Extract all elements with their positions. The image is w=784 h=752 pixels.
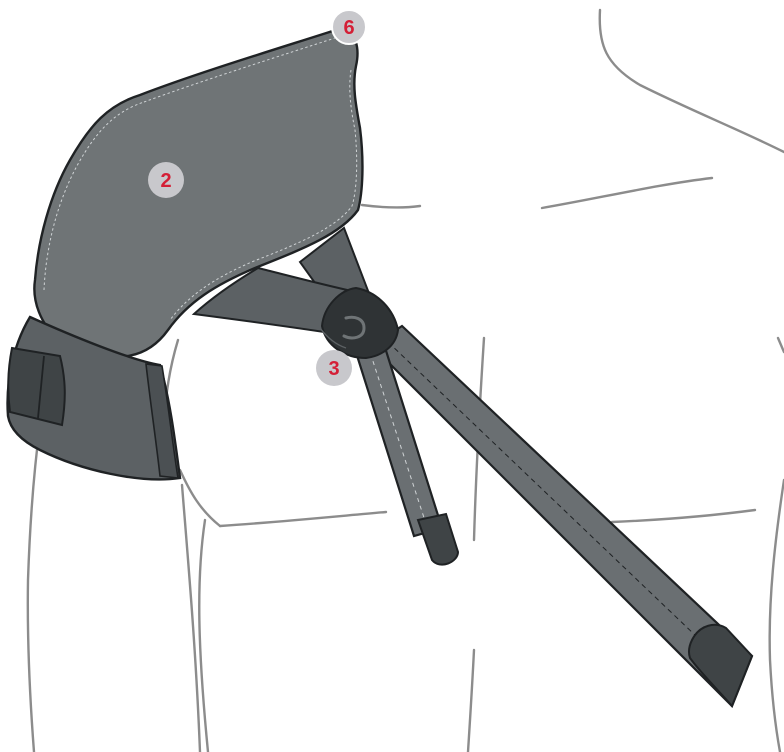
long-strap-end	[689, 625, 752, 706]
callout-6-label: 6	[343, 17, 354, 39]
collarbone-line	[362, 205, 420, 207]
pec-lower-line	[220, 512, 386, 526]
callout-2-label: 2	[160, 170, 171, 192]
arm-mid-line	[166, 340, 178, 400]
neck-line	[600, 10, 784, 152]
armpit-line	[180, 470, 220, 526]
callout-3: 3	[316, 350, 352, 386]
callout-2: 2	[148, 162, 184, 198]
right-torso-line	[770, 480, 784, 752]
callout-6: 6	[332, 10, 366, 44]
right-chest-tick	[778, 338, 784, 352]
arm-outer-line	[28, 425, 40, 752]
chest-line	[542, 178, 712, 208]
torso-side-line	[199, 520, 208, 752]
arm-band-velcro-tab	[8, 348, 65, 425]
abdomen-line	[468, 650, 474, 752]
arm-inner-line	[182, 485, 200, 752]
callout-3-label: 3	[328, 358, 339, 380]
pec-right-line	[612, 510, 755, 522]
short-strap-end	[418, 514, 458, 565]
